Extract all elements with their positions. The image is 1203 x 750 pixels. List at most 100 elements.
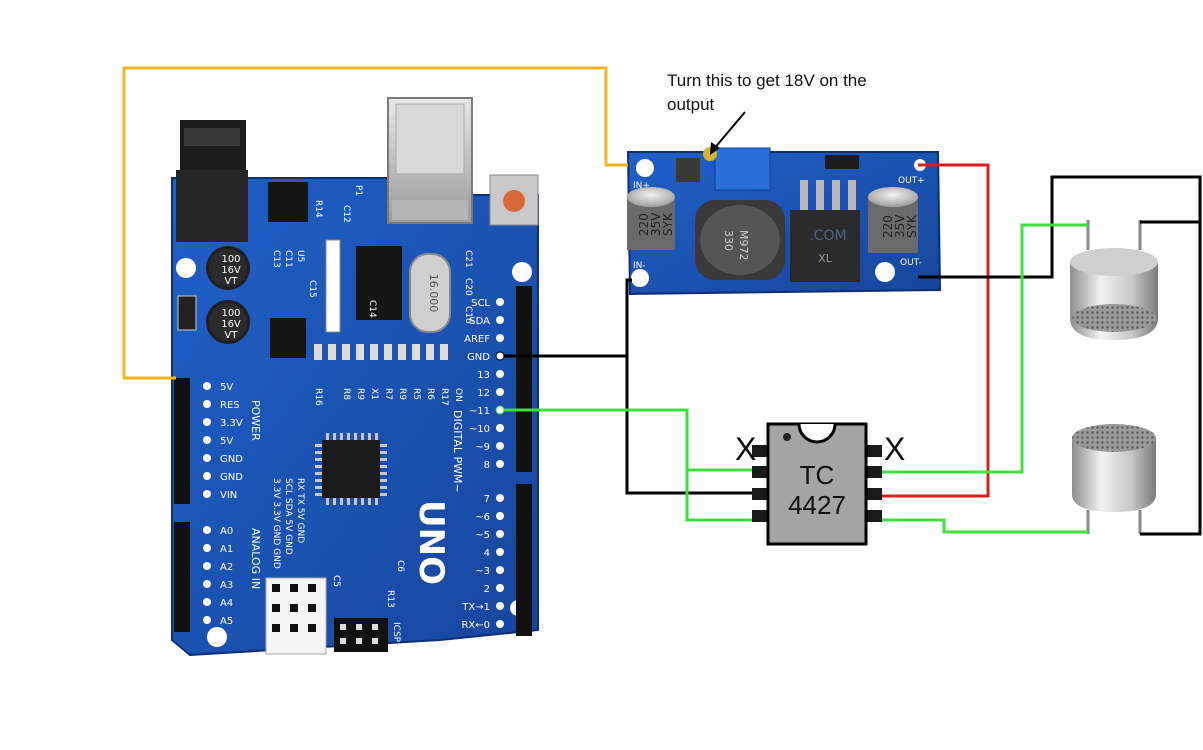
- svg-text:C5: C5: [331, 575, 341, 587]
- svg-text:C14: C14: [367, 300, 377, 318]
- driver-label-2: 4427: [788, 490, 846, 520]
- wire-gnd-to-driver: [625, 356, 752, 495]
- misc-silkscreen: R14 C12 C13 C11 U5 C15 C21 C20 C16 C6 C5…: [271, 185, 473, 608]
- smd-resistor-row: R16 R8 R9 X1 R7 R9 R5 R6 R17 ON: [313, 344, 463, 406]
- svg-text:R9: R9: [397, 388, 407, 400]
- svg-text:C6: C6: [395, 560, 405, 572]
- annotation-line-1: Turn this to get 18V on the: [667, 71, 867, 90]
- svg-text:A3: A3: [220, 580, 233, 591]
- annotation-arrow: [712, 111, 746, 151]
- digital-header-bottom: 7 ~6 ~5 4 ~3 2 TX→1 RX←0: [461, 484, 532, 636]
- svg-text:100: 100: [221, 254, 240, 265]
- svg-text:R9: R9: [355, 388, 365, 400]
- svg-text:330: 330: [722, 230, 735, 251]
- svg-text:RES: RES: [220, 400, 240, 411]
- arrowhead-icon: [710, 142, 720, 155]
- svg-text:ON: ON: [453, 388, 463, 402]
- buck-in-minus-label: IN-: [633, 261, 646, 271]
- svg-text:13: 13: [477, 370, 490, 381]
- diode: [825, 155, 859, 169]
- svg-text:R16: R16: [313, 388, 323, 406]
- svg-text:GND: GND: [467, 352, 490, 363]
- svg-text:R6: R6: [425, 388, 435, 400]
- svg-text:U5: U5: [295, 250, 305, 262]
- wire-driver-out-b: [882, 518, 1088, 534]
- arduino-uno-board: 100 16V VT 100 16V VT 16.000: [171, 97, 539, 657]
- tc4427-driver-chip: TC 4427 X X: [735, 422, 905, 546]
- svg-text:POWER: POWER: [249, 400, 262, 441]
- usb-chip: [356, 246, 402, 320]
- wire-buck-out-plus: [882, 163, 990, 498]
- svg-text:16V: 16V: [221, 265, 241, 276]
- icsp-header: ICSP: [334, 618, 401, 652]
- svg-text:ICSP: ICSP: [391, 622, 401, 643]
- mounting-hole: [176, 258, 196, 278]
- svg-text:SCL: SCL: [471, 298, 490, 309]
- wire-vin-to-buck-in: [122, 66, 628, 380]
- svg-text:SDA: SDA: [469, 316, 490, 327]
- svg-text:8: 8: [484, 460, 490, 471]
- arduino-brand-text: UNO: [411, 500, 451, 585]
- svg-text:P1: P1: [353, 185, 363, 196]
- svg-text:220: 220: [881, 215, 895, 238]
- small-header: [325, 239, 341, 333]
- buck-out-plus-label: OUT+: [898, 176, 925, 186]
- ic-dip8-icon: [766, 422, 868, 546]
- svg-text:GND: GND: [220, 454, 243, 465]
- svg-text:5V: 5V: [220, 436, 233, 447]
- svg-text:R17: R17: [439, 388, 449, 406]
- svg-text:3.3V: 3.3V: [220, 418, 243, 429]
- svg-text:7: 7: [484, 494, 490, 505]
- svg-text:.COM: .COM: [809, 228, 846, 244]
- svg-text:R8: R8: [341, 388, 351, 400]
- svg-text:A1: A1: [220, 544, 233, 555]
- svg-text:16V: 16V: [221, 319, 241, 330]
- fuse: [177, 295, 197, 331]
- svg-text:2: 2: [484, 584, 490, 595]
- nc-marker-left: X: [735, 431, 756, 467]
- pin-markers: [495, 351, 505, 415]
- input-capacitor: 220 35V SYK: [627, 187, 675, 250]
- svg-text:SCL SDA 5V GND: SCL SDA 5V GND: [283, 478, 293, 555]
- capacitor-100uf-2: 100 16V VT: [206, 300, 250, 344]
- svg-text:4: 4: [484, 548, 490, 559]
- svg-text:ANALOG IN: ANALOG IN: [249, 528, 262, 589]
- svg-text:16.000: 16.000: [427, 274, 440, 313]
- svg-text:~9: ~9: [475, 442, 490, 453]
- crystal-oscillator: 16.000: [409, 253, 451, 333]
- svg-text:GND: GND: [220, 472, 243, 483]
- buck-in-plus-label: IN+: [633, 181, 650, 191]
- atmega-chip: [315, 433, 387, 505]
- svg-text:TX→1: TX→1: [461, 602, 490, 613]
- svg-text:X1: X1: [369, 388, 379, 400]
- svg-text:~6: ~6: [475, 512, 490, 523]
- svg-text:C16: C16: [463, 306, 473, 324]
- wires: [122, 66, 1202, 536]
- annotation: Turn this to get 18V on the output: [667, 71, 867, 155]
- svg-text:~3: ~3: [475, 566, 490, 577]
- wire-driver-out-a: [882, 223, 1088, 474]
- svg-text:C15: C15: [307, 280, 317, 298]
- svg-text:A2: A2: [220, 562, 233, 573]
- svg-text:AREF: AREF: [464, 334, 490, 345]
- svg-text:XL: XL: [818, 252, 833, 265]
- svg-text:VT: VT: [225, 330, 239, 341]
- svg-text:C12: C12: [341, 205, 351, 223]
- svg-text:~11: ~11: [469, 406, 490, 417]
- svg-text:SYK: SYK: [905, 214, 919, 238]
- buck-converter-module: IN+ IN- OUT+ OUT- 220 35V SYK 330 M972: [626, 147, 942, 296]
- wire-pin11-to-driver-b: [685, 470, 752, 522]
- svg-text:A0: A0: [220, 526, 233, 537]
- wire-pin11-to-driver: [500, 408, 752, 472]
- inductor: 330 M972: [695, 200, 785, 280]
- transistor: [270, 318, 306, 358]
- digital-header-title: DIGITAL PWM~: [451, 410, 464, 493]
- svg-text:RX TX 5V GND: RX TX 5V GND: [295, 478, 305, 543]
- svg-text:~10: ~10: [469, 424, 490, 435]
- svg-text:SYK: SYK: [661, 212, 675, 236]
- svg-text:220: 220: [637, 213, 651, 236]
- regulator-chip: XL .COM: [790, 180, 860, 282]
- ultrasonic-transducer-1: [1070, 220, 1158, 340]
- svg-text:R14: R14: [313, 200, 323, 218]
